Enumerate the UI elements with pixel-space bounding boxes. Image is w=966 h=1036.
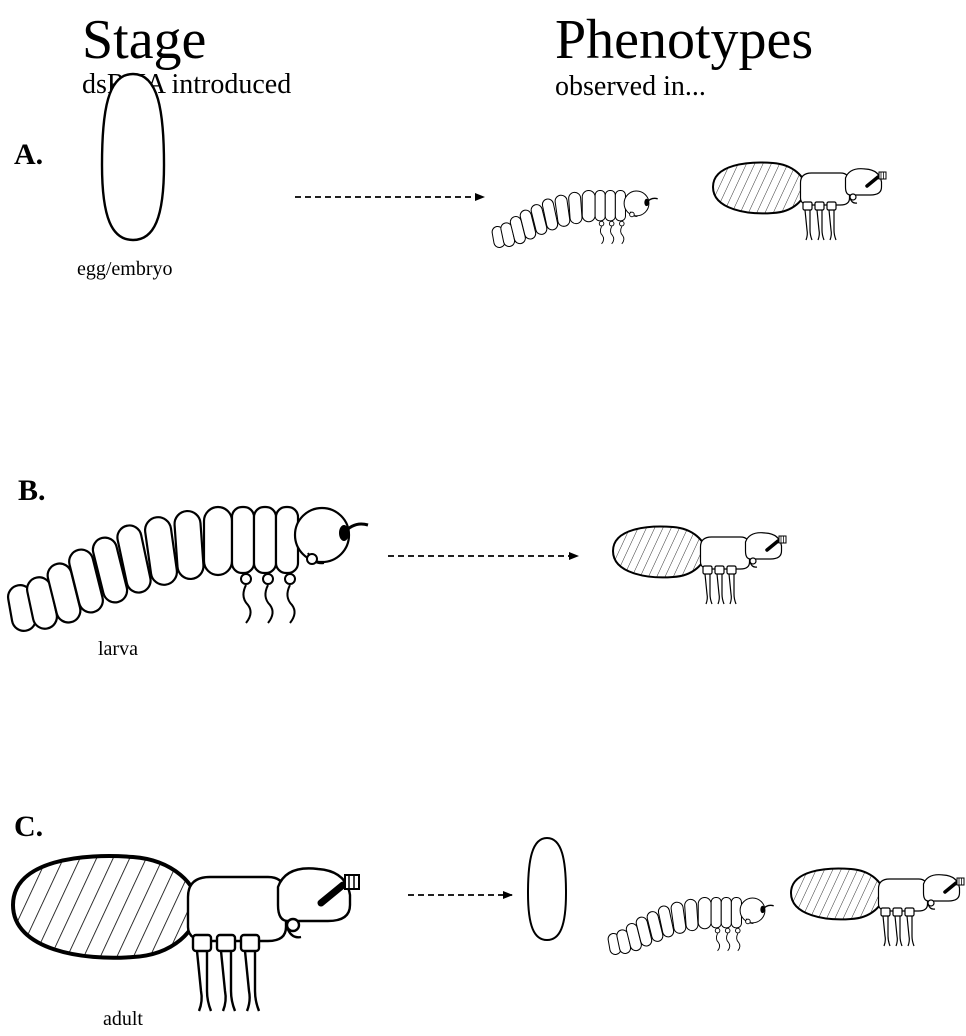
phenotype-adult-icon bbox=[791, 869, 964, 946]
phenotype-adult-icon bbox=[713, 163, 886, 240]
stage-egg-icon bbox=[102, 74, 164, 240]
phenotype-egg-icon bbox=[528, 838, 566, 940]
row-c bbox=[13, 838, 964, 1011]
phenotype-larva-icon bbox=[491, 191, 657, 249]
phenotype-adult-icon bbox=[613, 527, 786, 604]
row-b bbox=[6, 507, 786, 633]
row-a bbox=[102, 74, 886, 248]
phenotype-larva-icon bbox=[607, 898, 773, 956]
stage-adult-icon bbox=[13, 856, 359, 1011]
stage-larva-icon bbox=[6, 507, 368, 633]
